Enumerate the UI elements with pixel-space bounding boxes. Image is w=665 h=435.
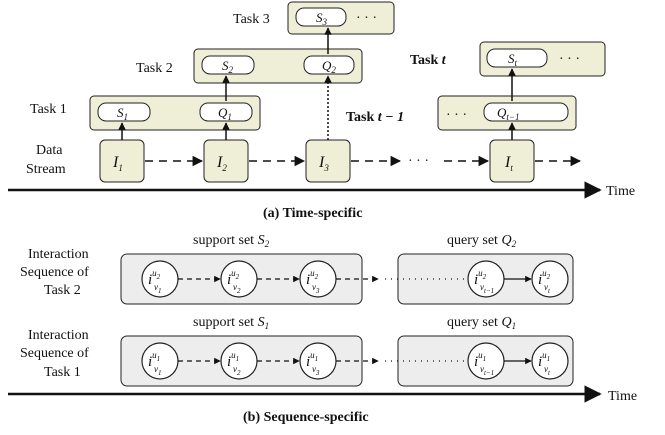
- data-node-t-base: I: [504, 154, 511, 171]
- data-node-1-base: I: [112, 154, 119, 171]
- time-axis-a-label: Time: [606, 184, 635, 199]
- st-sub: t: [515, 58, 518, 68]
- q1-base: Q: [218, 105, 228, 120]
- svg-text:St: St: [508, 51, 518, 68]
- s1-sub: 1: [124, 112, 129, 122]
- data-node-2: [203, 139, 249, 183]
- row2-label-2: Sequence of: [20, 265, 89, 280]
- data-node-2-base: I: [216, 154, 223, 171]
- svg-text:I3: I3: [318, 154, 329, 173]
- svg-text:S1: S1: [117, 105, 128, 122]
- qt1-sub: t−1: [506, 112, 519, 122]
- s1-base: S: [117, 105, 124, 120]
- task-t-label: Task t: [410, 53, 447, 68]
- row1-label-1: Interaction: [28, 328, 89, 343]
- stream-dots: · · ·: [408, 154, 429, 169]
- task3-label: Task 3: [233, 12, 270, 27]
- row1-label-2: Sequence of: [20, 346, 89, 361]
- task2-label: Task 2: [136, 61, 173, 76]
- row1-label-3: Task 1: [44, 365, 81, 380]
- row1-support-title: support set S1: [193, 315, 269, 331]
- task-t1-ellipsis: · · ·: [446, 108, 467, 123]
- svg-text:S2: S2: [222, 58, 234, 75]
- s3-pill: [295, 7, 347, 27]
- time-specific-panel: Task 3 S3 · · · Task 2 S2 Q2 Task 1 S1 Q…: [8, 1, 635, 221]
- data-node-3-base: I: [318, 154, 325, 171]
- st-base: S: [508, 51, 515, 66]
- svg-text:It: It: [504, 154, 513, 173]
- data-node-1: [99, 139, 145, 183]
- svg-text:Q1: Q1: [218, 105, 232, 122]
- data-node-2-sub: 2: [222, 163, 227, 173]
- data-stream-label-2: Stream: [26, 162, 66, 177]
- sequence-specific-panel: Interaction Sequence of Task 2 support s…: [8, 233, 637, 425]
- svg-text:S3: S3: [316, 10, 328, 27]
- q1-pill: [199, 102, 253, 122]
- data-node-t-sub: t: [510, 163, 513, 173]
- row2-label-1: Interaction: [28, 247, 89, 262]
- data-node-t: [489, 139, 535, 183]
- row2-item-5: [531, 260, 569, 298]
- svg-text:Q2: Q2: [322, 58, 336, 75]
- s2-pill: [201, 55, 255, 75]
- s3-base: S: [316, 10, 323, 25]
- data-node-3: [305, 139, 351, 183]
- task-t1-label: Task t − 1: [346, 110, 404, 125]
- q2-pill: [303, 55, 355, 75]
- row2-label-3: Task 2: [44, 283, 81, 298]
- q2-base: Q: [322, 58, 332, 73]
- qt1-base: Q: [497, 105, 507, 120]
- task-t-ellipsis: · · ·: [559, 52, 580, 67]
- row1-item-5: [531, 342, 569, 380]
- task1-label: Task 1: [30, 102, 67, 117]
- row2-query-title: query set Q2: [447, 233, 517, 249]
- svg-text:I2: I2: [216, 154, 227, 173]
- s1-pill: [97, 102, 151, 122]
- task3-ellipsis: · · ·: [356, 11, 377, 26]
- row1-query-title: query set Q1: [447, 315, 516, 331]
- svg-text:Qt−1: Qt−1: [497, 105, 519, 122]
- data-node-1-sub: 1: [118, 163, 123, 173]
- s2-sub: 2: [229, 65, 234, 75]
- svg-text:I1: I1: [112, 154, 123, 173]
- q1-sub: 1: [227, 112, 232, 122]
- s2-base: S: [222, 58, 229, 73]
- caption-a: (a) Time-specific: [263, 206, 362, 221]
- qt1-pill: [483, 102, 569, 122]
- data-node-3-sub: 3: [323, 163, 329, 173]
- s3-sub: 3: [322, 17, 328, 27]
- st-pill: [486, 48, 548, 68]
- row2-support-title: support set S2: [193, 233, 270, 249]
- caption-b: (b) Sequence-specific: [243, 410, 369, 425]
- time-axis-b-label: Time: [608, 389, 637, 404]
- data-stream-label-1: Data: [36, 143, 63, 158]
- q2-sub: 2: [331, 65, 336, 75]
